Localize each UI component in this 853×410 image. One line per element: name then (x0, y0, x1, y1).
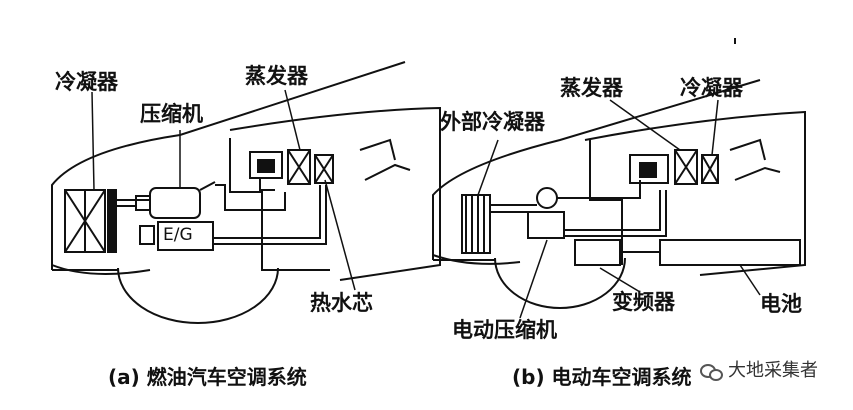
fuel-engine-box (157, 221, 214, 251)
label-ev-evaporator: 蒸发器 (560, 76, 623, 100)
label-ev-electric-compressor: 电动压缩机 (452, 318, 557, 342)
ev-car-body-outline (432, 79, 806, 276)
caption-fuel-car: (a) 燃油汽车空调系统 (108, 365, 307, 389)
fuel-evaporator-unit (249, 149, 334, 191)
label-fuel-evaporator: 蒸发器 (245, 64, 308, 88)
ev-evaporator-unit (629, 149, 719, 185)
fuel-compressor-unit (135, 181, 216, 219)
watermark-text: 大地采集者 (728, 360, 818, 381)
chat-bubbles-icon (700, 362, 723, 381)
ev-car-wheel-arch (494, 257, 626, 309)
label-fuel-heater-core: 热水芯 (310, 291, 373, 315)
ev-electric-compressor-unit (527, 187, 565, 239)
label-ev-condenser: 冷凝器 (680, 76, 743, 100)
label-ev-external-condenser: 外部冷凝器 (440, 110, 545, 134)
fuel-condenser-unit (64, 189, 117, 253)
label-ev-inverter: 变频器 (612, 290, 675, 314)
caption-electric-car: (b) 电动车空调系统 (512, 365, 692, 389)
label-fuel-condenser: 冷凝器 (55, 70, 118, 94)
ev-external-condenser-unit (461, 194, 491, 254)
ev-battery-box (659, 239, 801, 266)
electric-car-diagram (432, 79, 806, 319)
label-fuel-engine: E/G (163, 225, 193, 245)
ev-inverter-box (574, 239, 621, 266)
label-fuel-compressor: 压缩机 (140, 102, 203, 126)
watermark: 大地采集者 (700, 360, 818, 381)
label-ev-battery: 电池 (760, 292, 802, 316)
fuel-leader-lines (91, 89, 356, 291)
ev-leader-lines (477, 99, 761, 319)
fuel-car-body-outline (51, 61, 441, 281)
fuel-car-wheel-arch (117, 267, 279, 324)
fuel-car-diagram (51, 61, 441, 324)
